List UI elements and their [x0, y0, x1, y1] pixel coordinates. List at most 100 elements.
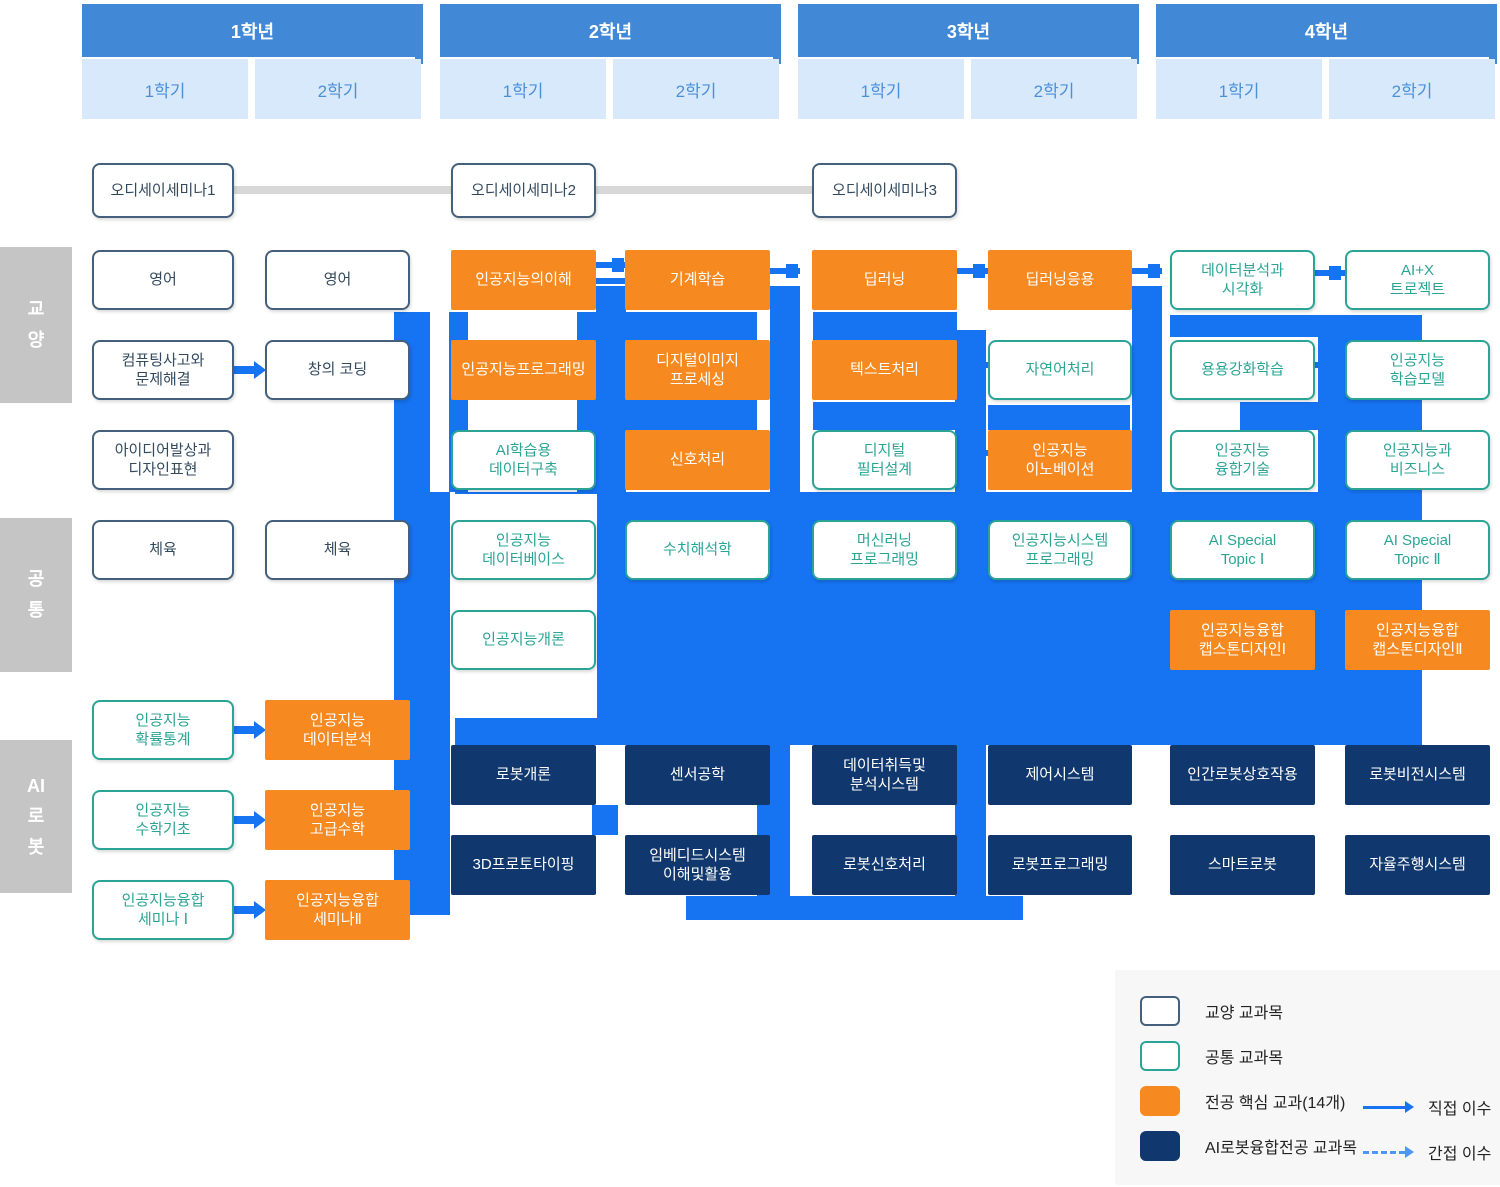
legend-item-core: 전공 핵심 교과(14개)	[1140, 1086, 1345, 1116]
connector-band	[626, 400, 757, 430]
course-box: 자율주행시스템	[1345, 835, 1490, 895]
connector-band	[234, 366, 256, 374]
course-box: 인공지능융합 세미나Ⅱ	[265, 880, 410, 940]
course-box: 인공지능의이해	[451, 250, 596, 310]
course-box: 인간로봇상호작용	[1170, 745, 1315, 805]
connector-band	[770, 458, 800, 464]
course-box: 인공지능 데이터분석	[265, 700, 410, 760]
odyssey-link-line	[234, 186, 452, 194]
course-box: 임베디드시스템 이해및활용	[625, 835, 770, 895]
course-box: 인공지능 확률통계	[92, 700, 234, 760]
course-box: 제어시스템	[988, 745, 1132, 805]
connector-band	[596, 286, 626, 494]
dashed-arrow-icon	[1363, 1150, 1405, 1154]
course-box: AI Special Topic Ⅰ	[1170, 520, 1315, 580]
connector-band	[596, 278, 626, 284]
semester-cell: 2학기	[613, 59, 779, 119]
legend-item-robot: AI로봇융합전공 교과목	[1140, 1131, 1357, 1161]
course-box: 인공지능개론	[451, 610, 596, 670]
course-box: 인공지능 데이터베이스	[451, 520, 596, 580]
course-box: 딥러닝응용	[988, 250, 1132, 310]
legend-label: 공통 교과목	[1205, 1050, 1284, 1067]
connector-band	[988, 405, 1130, 430]
connector-band	[957, 362, 988, 368]
arrow-head-icon	[254, 361, 266, 379]
connector-band	[592, 805, 618, 835]
course-box: 오디세이세미나1	[92, 163, 234, 218]
course-box: 오디세이세미나3	[812, 163, 957, 218]
connector-band	[813, 402, 957, 430]
connector-band	[612, 352, 624, 366]
course-box: 인공지능 수학기초	[92, 790, 234, 850]
course-box: 데이터분석과 시각화	[1170, 250, 1315, 310]
legend-label: 전공 핵심 교과(14개)	[1205, 1095, 1346, 1112]
course-box: 디지털이미지 프로세싱	[625, 340, 770, 400]
course-box: 3D프로토타이핑	[451, 835, 596, 895]
connector-band	[813, 312, 957, 340]
connector-band	[973, 264, 985, 278]
connector-band	[686, 896, 1023, 920]
course-box: AI학습용 데이터구축	[451, 430, 596, 490]
arrow-head-icon	[254, 721, 266, 739]
course-box: AI+X 트로젝트	[1345, 250, 1490, 310]
connector-band	[234, 816, 256, 824]
course-box: 머신러닝 프로그래밍	[812, 520, 957, 580]
solid-arrow-icon	[1363, 1105, 1405, 1109]
connector-band	[973, 446, 985, 460]
connector-band	[1148, 358, 1160, 372]
connector-band	[1132, 286, 1162, 494]
connector-band	[596, 356, 626, 362]
course-box: 디지털 필터설계	[812, 430, 957, 490]
course-box: 컴퓨팅사고와 문제해결	[92, 340, 234, 400]
course-box: 인공지능과 비즈니스	[1345, 430, 1490, 490]
course-box: 로봇프로그래밍	[988, 835, 1132, 895]
connector-band	[957, 268, 988, 274]
connector-band	[1132, 268, 1162, 274]
course-box: 인공지능융합 캡스톤디자인Ⅰ	[1170, 610, 1315, 670]
connector-band	[1329, 266, 1341, 280]
semester-cell: 1학기	[1156, 59, 1322, 119]
course-box: 영어	[92, 250, 234, 310]
connector-band	[786, 264, 798, 278]
connector-band	[1170, 315, 1318, 337]
dashed-arrow-head-icon	[1405, 1146, 1414, 1158]
gen-swatch-icon	[1140, 996, 1180, 1026]
sidebar-category-label: 공 통	[0, 518, 72, 672]
odyssey-link-line	[596, 186, 814, 194]
course-box: 수치해석학	[625, 520, 770, 580]
connector-band	[234, 726, 256, 734]
connector-band	[596, 372, 626, 378]
course-box: 인공지능 융합기술	[1170, 430, 1315, 490]
course-box: 기계학습	[625, 250, 770, 310]
arrow-head-icon	[254, 901, 266, 919]
legend: 교양 교과목 공통 교과목 전공 핵심 교과(14개) AI로봇융합전공 교과목…	[1115, 970, 1500, 1185]
arrow-head-icon	[254, 811, 266, 829]
course-box: 영어	[265, 250, 410, 310]
legend-item-gen: 교양 교과목	[1140, 996, 1283, 1026]
connector-band	[1148, 264, 1160, 278]
course-box: 자연어처리	[988, 340, 1132, 400]
connector-band	[612, 258, 624, 272]
legend-arrow-indirect: 간접 이수	[1363, 1140, 1491, 1164]
legend-arrow-direct: 직접 이수	[1363, 1095, 1491, 1119]
common-swatch-icon	[1140, 1041, 1180, 1071]
course-box: 데이터취득및 분석시스템	[812, 745, 957, 805]
course-box: 인공지능시스템 프로그래밍	[988, 520, 1132, 580]
semester-cell: 1학기	[798, 59, 964, 119]
connector-band	[234, 906, 256, 914]
course-box: 인공지능프로그래밍	[451, 340, 596, 400]
course-box: 신호처리	[625, 430, 770, 490]
semester-cell: 2학기	[971, 59, 1137, 119]
course-box: 로봇신호처리	[812, 835, 957, 895]
course-box: 스마트로봇	[1170, 835, 1315, 895]
course-box: 용용강화학습	[1170, 340, 1315, 400]
year-bar: 2학년	[440, 4, 781, 57]
connector-band	[626, 312, 757, 340]
year-bar: 3학년	[798, 4, 1139, 57]
course-box: 인공지능 학습모델	[1345, 340, 1490, 400]
course-box: 체육	[92, 520, 234, 580]
connector-band	[1329, 358, 1341, 372]
connector-band	[786, 358, 798, 372]
connector-band	[770, 442, 800, 448]
